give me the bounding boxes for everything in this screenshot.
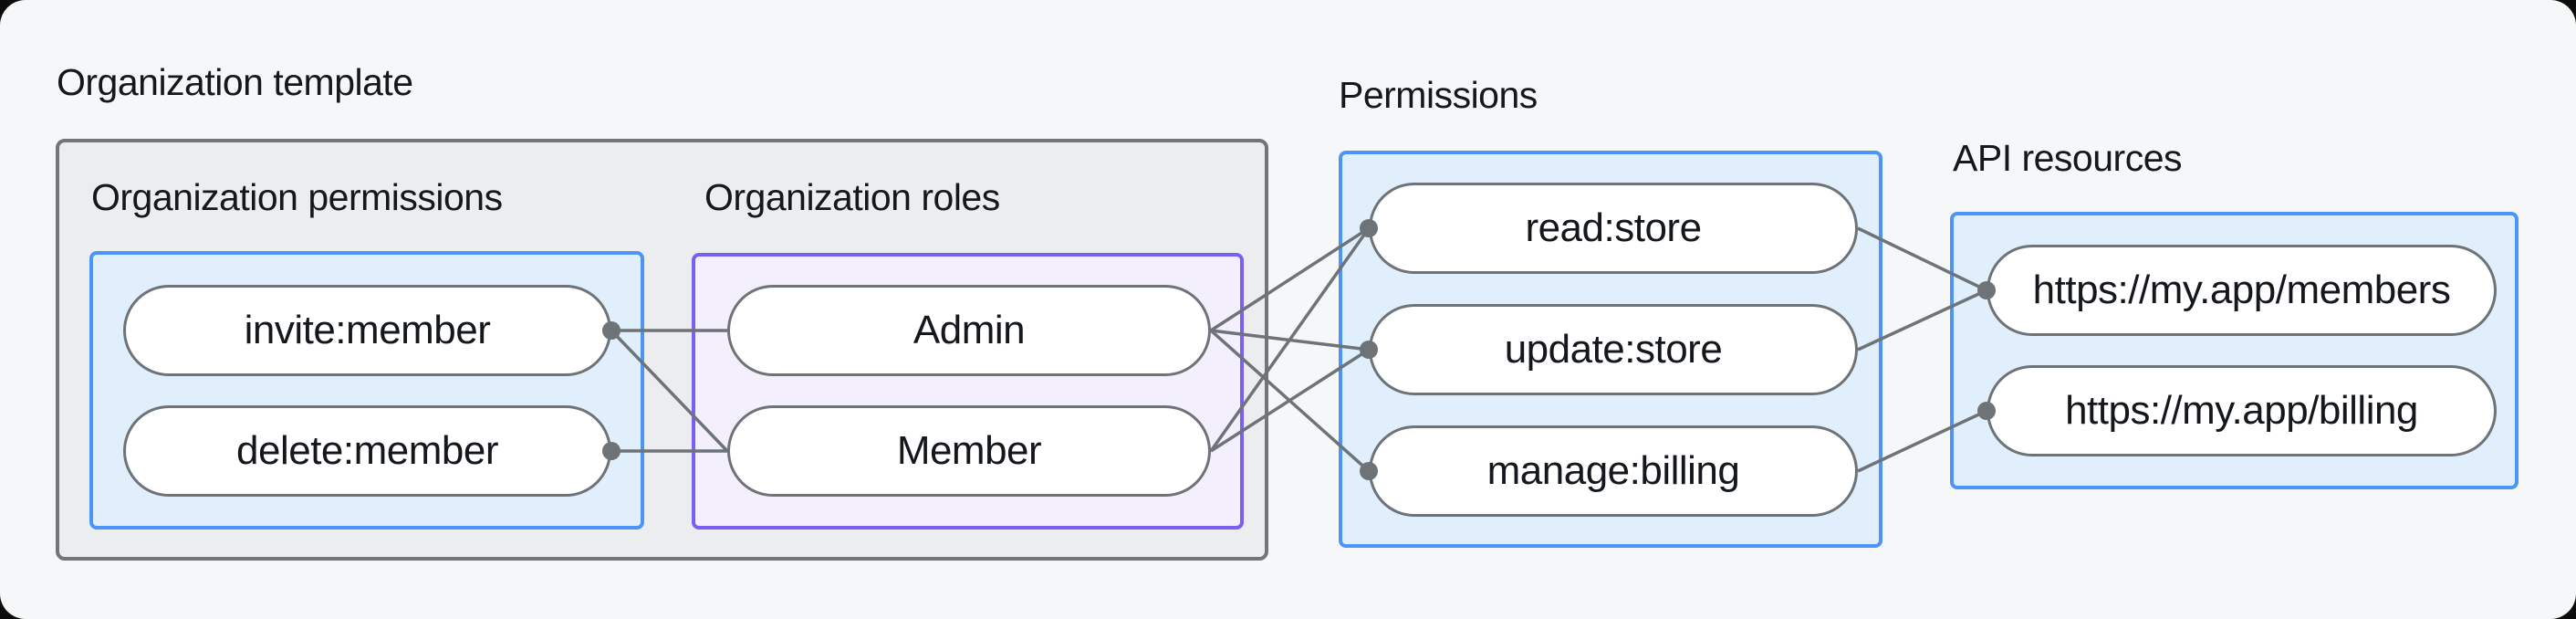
node-admin-role: Admin [727,285,1211,376]
org-template-title: Organization template [57,61,413,103]
node-delete-member: delete:member [123,405,611,497]
org-roles-title: Organization roles [704,176,1000,218]
node-billing-api-resource: https://my.app/billing [1987,365,2497,456]
node-invite-member: invite:member [123,285,611,376]
node-manage-billing: manage:billing [1369,425,1858,517]
permissions-title: Permissions [1339,74,1538,116]
node-read-store: read:store [1369,183,1858,274]
node-member-role: Member [727,405,1211,497]
org-permissions-title: Organization permissions [91,176,503,218]
node-update-store: update:store [1369,304,1858,395]
node-members-api-resource: https://my.app/members [1987,245,2497,336]
api-resources-title: API resources [1953,137,2183,179]
